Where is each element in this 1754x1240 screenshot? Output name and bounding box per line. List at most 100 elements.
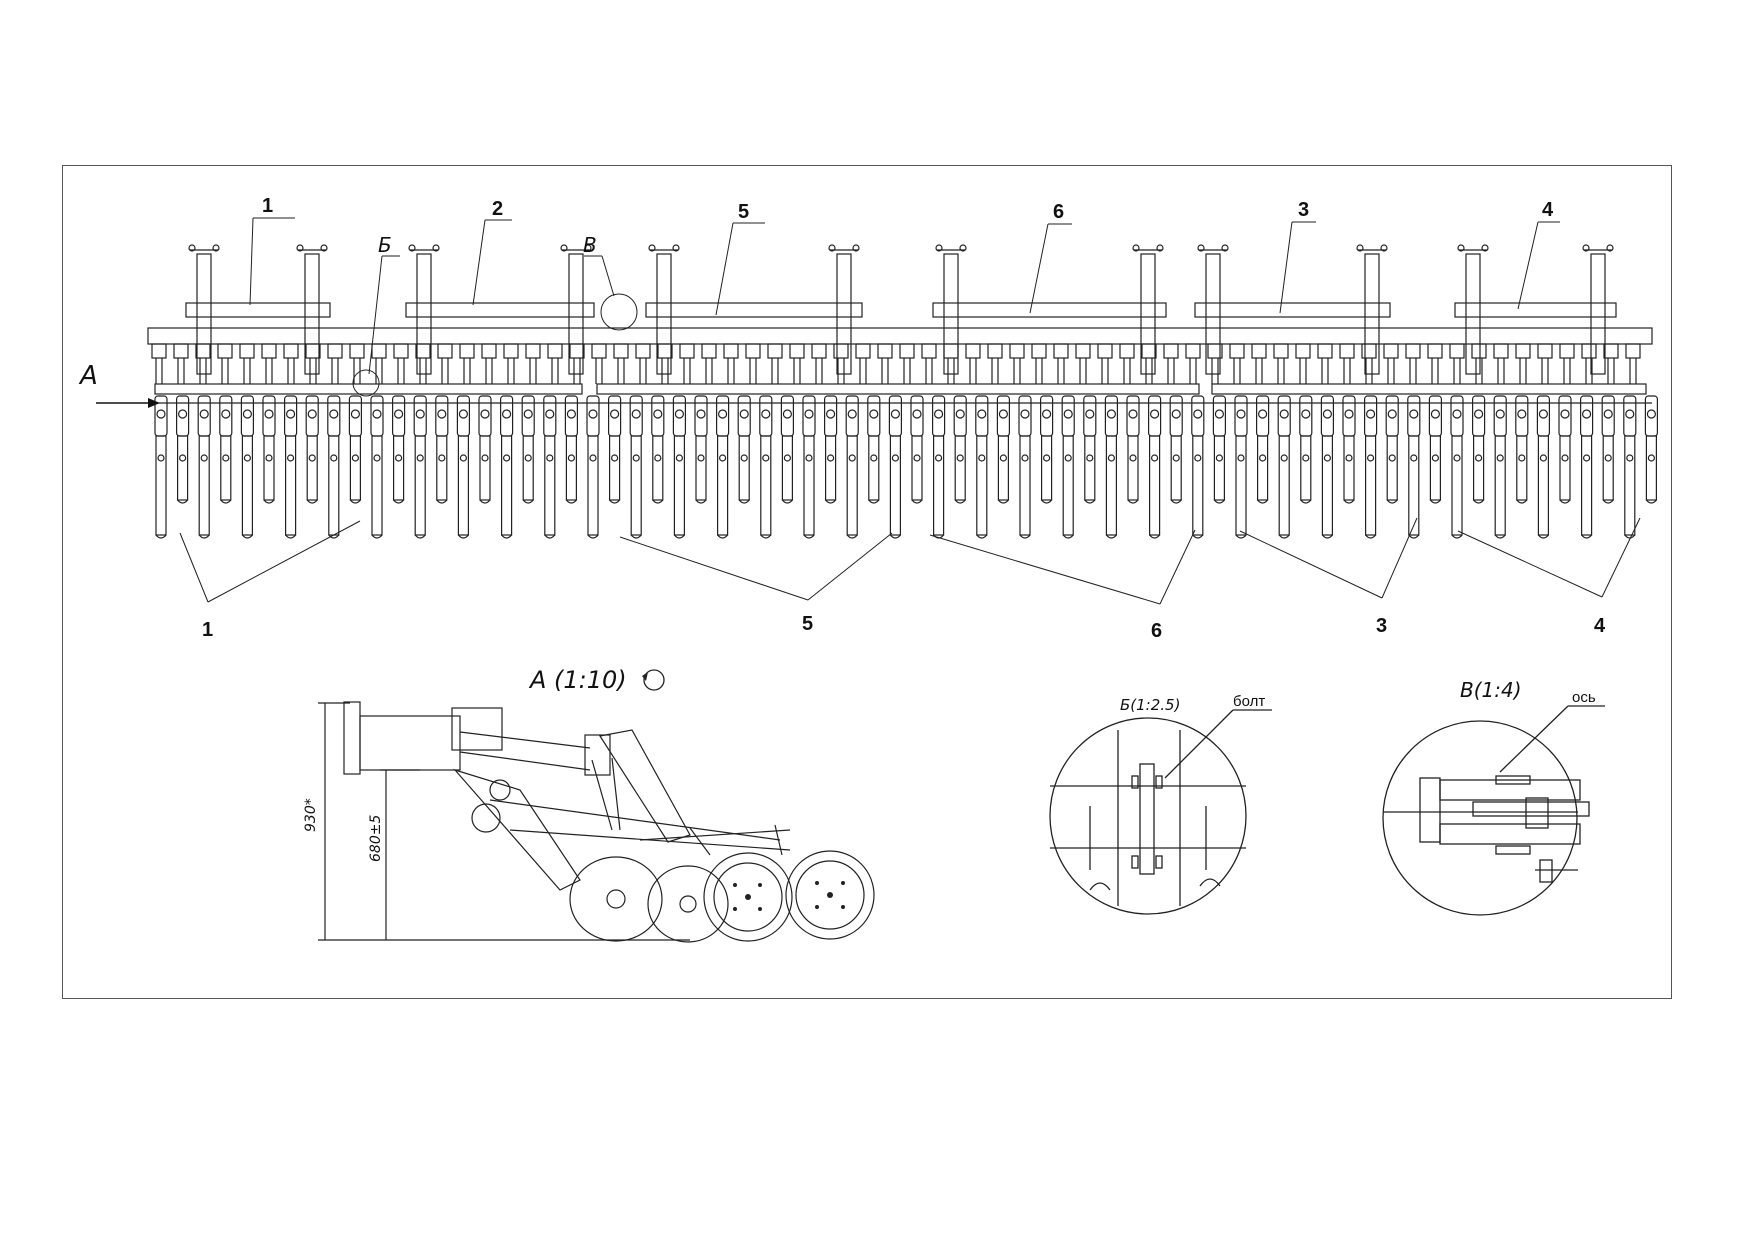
coulter-pivot <box>307 409 317 419</box>
coulter-pivot <box>890 409 901 419</box>
coulter-arm <box>1235 435 1247 536</box>
coulter-unit <box>564 395 579 437</box>
callout-top-1: 1 <box>262 195 273 217</box>
coulter-unit <box>1471 395 1486 437</box>
coulter-unit <box>370 395 384 437</box>
coulter-unit <box>1018 395 1032 437</box>
hitch-bolt <box>852 244 860 252</box>
coulter-arm <box>220 435 232 501</box>
coulter-pivot <box>804 409 814 419</box>
coulter-unit <box>1428 395 1443 437</box>
coulter-tip <box>155 534 167 539</box>
toolbar-bracket <box>327 343 343 359</box>
coulter-pin <box>762 454 770 462</box>
coulter-pin <box>481 454 489 462</box>
coulter-arm <box>1192 435 1204 536</box>
coulter-tip <box>781 499 793 504</box>
coulter-unit <box>629 395 643 437</box>
coulter-unit <box>715 395 730 437</box>
coulter-arm <box>716 435 729 536</box>
hitch-post <box>943 253 959 375</box>
coulter-pivot <box>825 409 836 419</box>
toolbar-bracket <box>1141 343 1157 359</box>
coulter-unit <box>176 395 190 437</box>
front-beam <box>596 383 1200 395</box>
coulter-pivot <box>1193 409 1203 419</box>
coulter-pivot <box>1603 409 1613 419</box>
coulter-arm <box>1084 435 1096 501</box>
coulter-unit <box>1083 395 1097 437</box>
coulter-tip <box>349 499 361 504</box>
toolbar-bracket <box>569 343 585 359</box>
coulter-tip <box>976 534 988 539</box>
coulter-unit <box>478 395 492 437</box>
coulter-tip <box>1645 499 1657 504</box>
coulter-pivot <box>199 409 209 419</box>
coulter-pin <box>1496 454 1504 462</box>
coulter-tip <box>1321 534 1333 539</box>
coulter-pin <box>1604 454 1612 462</box>
coulter-tip <box>760 534 772 539</box>
coulter-pin <box>589 454 597 462</box>
toolbar-bracket <box>745 343 761 359</box>
toolbar-bracket <box>173 343 189 359</box>
coulter-pin <box>1064 454 1072 462</box>
coulter-arm <box>1127 435 1139 501</box>
coulter-pivot <box>545 409 555 419</box>
coulter-arm <box>803 435 815 536</box>
coulter-arm <box>1645 435 1658 501</box>
toolbar-bracket <box>921 343 937 359</box>
coulter-pivot <box>1365 409 1376 419</box>
coulter-pin <box>351 454 359 462</box>
coulter-pivot <box>739 409 749 419</box>
coulter-tip <box>1235 534 1247 539</box>
coulter-arm <box>328 435 340 536</box>
coulter-pin <box>524 454 532 462</box>
hitch-bolt <box>648 244 656 252</box>
coulter-pin <box>330 454 338 462</box>
coulter-unit <box>500 395 514 437</box>
coulter-pivot <box>1538 409 1549 419</box>
coulter-pivot <box>242 409 252 419</box>
coulter-pivot <box>437 409 447 419</box>
coulter-unit <box>413 395 427 437</box>
toolbar-bracket <box>1405 343 1421 359</box>
coulter-tip <box>1105 534 1117 539</box>
toolbar-bracket <box>1009 343 1025 359</box>
coulter-tip <box>846 534 858 539</box>
coulter-arm <box>976 435 988 536</box>
coulter-pin <box>1172 454 1180 462</box>
toolbar-bracket <box>371 343 387 359</box>
coulter-unit <box>1450 395 1464 437</box>
hitch-post <box>1590 253 1606 375</box>
hitch-bolt <box>1221 244 1229 252</box>
coulter-tip <box>241 534 253 539</box>
coulter-pin <box>1194 454 1202 462</box>
section-frame <box>405 302 595 318</box>
coulter-tip <box>1041 499 1053 504</box>
coulter-unit <box>240 395 254 437</box>
coulter-pivot <box>415 409 425 419</box>
coulter-tip <box>1581 534 1593 539</box>
coulter-unit <box>197 395 211 437</box>
bottom-leaders <box>179 517 1641 605</box>
toolbar-bracket <box>151 343 167 359</box>
toolbar-bracket <box>1383 343 1399 359</box>
detail-b-drawing: Б(1:2.5) болт <box>1049 693 1272 915</box>
coulter-tip <box>652 499 664 504</box>
coulter-pivot <box>221 409 231 419</box>
coulter-unit <box>262 395 276 437</box>
coulter-pivot <box>1344 409 1354 419</box>
toolbar-bracket <box>1053 343 1069 359</box>
detail-v-callout-axis: ось <box>1572 689 1596 706</box>
hitch-post <box>304 253 320 375</box>
coulter-pin <box>1021 454 1029 462</box>
coulter-pivot <box>1387 409 1397 419</box>
coulter-unit <box>1601 395 1615 437</box>
toolbar-bracket <box>1031 343 1047 359</box>
coulter-unit <box>975 395 989 437</box>
detail-marker-v: В <box>583 233 597 257</box>
coulter-tip <box>803 534 815 539</box>
coulter-tip <box>1537 534 1549 539</box>
